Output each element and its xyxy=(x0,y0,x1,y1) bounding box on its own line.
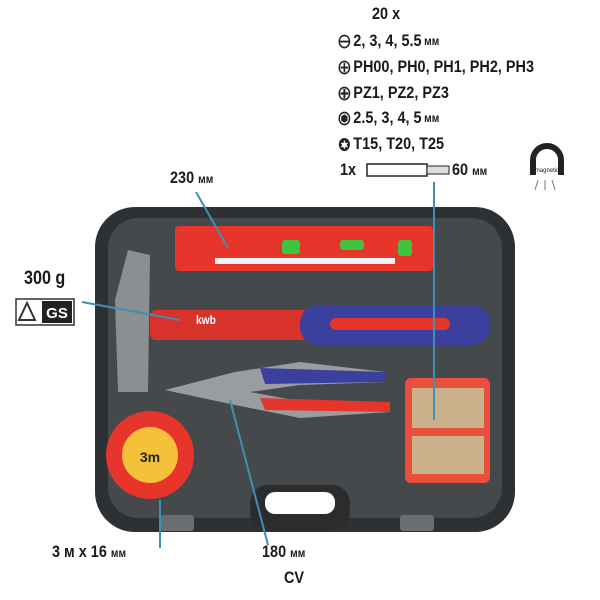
magnetic-label: magnetic xyxy=(535,168,559,174)
case-handle-hole xyxy=(265,492,335,514)
spec-unit: мм xyxy=(424,34,440,48)
bit-row-phillips: PH00, PH0, PH1, PH2, PH3 xyxy=(338,57,534,77)
bit-holder-icon xyxy=(366,163,450,177)
bit-row-torx: T15, T20, T25 xyxy=(338,134,444,154)
tape-spec: 3 м x 16 мм xyxy=(52,542,126,562)
level-length-value: 230 xyxy=(170,168,195,187)
holder-length: 60 мм xyxy=(452,160,487,180)
latch-left xyxy=(160,515,194,531)
spec-unit: мм xyxy=(424,111,440,125)
torx-icon xyxy=(338,137,350,151)
hammer-grip-red xyxy=(330,318,450,330)
tape-spec-unit: мм xyxy=(110,546,127,560)
pliers-handle-bottom xyxy=(260,398,390,412)
hammer-brand: kwb xyxy=(196,313,216,327)
spec-text: 2, 3, 4, 5.5 xyxy=(353,31,422,50)
bit-row xyxy=(412,436,484,474)
bit-count: 20 x xyxy=(372,4,401,23)
holder-count: 1x xyxy=(340,160,357,179)
phillips-icon xyxy=(338,60,351,74)
level-stripe xyxy=(215,258,395,264)
pliers-length: 180 мм xyxy=(262,542,305,562)
pozidriv-icon xyxy=(338,86,351,100)
spec-text: PH00, PH0, PH1, PH2, PH3 xyxy=(353,57,535,76)
hammer-handle-red xyxy=(150,310,320,340)
latch-right xyxy=(400,515,434,531)
spec-text: 2.5, 3, 4, 5 xyxy=(353,108,422,127)
tape-face-text: 3m xyxy=(140,449,160,465)
hex-icon xyxy=(338,111,351,125)
bit-row xyxy=(412,388,484,428)
spec-text: PZ1, PZ2, PZ3 xyxy=(353,83,449,102)
level-vial xyxy=(340,240,364,250)
holder-length-value: 60 xyxy=(452,160,469,179)
holder-length-unit: мм xyxy=(472,164,488,178)
slotted-icon xyxy=(338,34,351,48)
gs-text: GS xyxy=(46,305,68,322)
hammer-head xyxy=(115,250,150,392)
spirit-level xyxy=(175,226,433,271)
level-vial xyxy=(282,240,300,254)
level-length-unit: мм xyxy=(198,172,214,186)
spec-text: T15, T20, T25 xyxy=(353,134,445,153)
tape-spec-value: 3 м x 16 xyxy=(52,542,107,561)
leader-lines xyxy=(81,182,435,548)
level-length: 230 мм xyxy=(170,168,213,188)
bit-row-pozidriv: PZ1, PZ2, PZ3 xyxy=(338,83,449,103)
pliers-length-unit: мм xyxy=(290,546,306,560)
tape-face xyxy=(122,427,178,483)
pliers-material: CV xyxy=(284,568,305,587)
hammer-weight: 300 g xyxy=(24,268,66,289)
magnet-icon: magnetic xyxy=(530,143,564,191)
gs-certification-logo: GS xyxy=(15,298,75,326)
pliers-handle-top xyxy=(260,368,385,384)
pliers-length-value: 180 xyxy=(262,542,287,561)
level-vial xyxy=(398,240,412,256)
